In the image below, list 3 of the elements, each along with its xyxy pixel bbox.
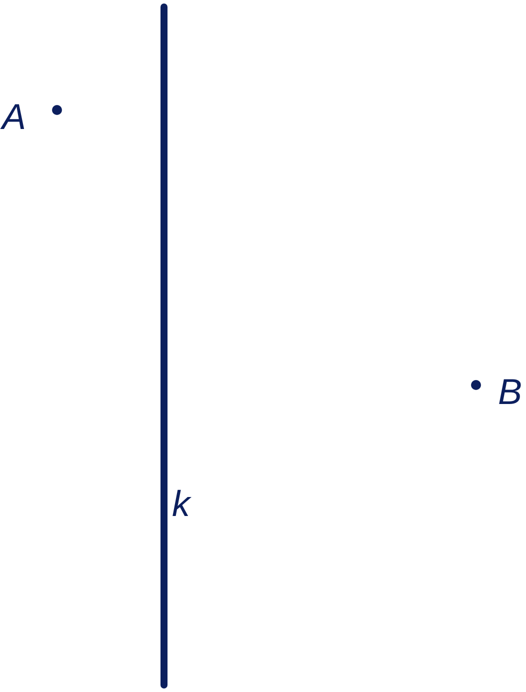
point-label: A xyxy=(2,99,26,135)
point-label: B xyxy=(498,374,522,410)
line-label: k xyxy=(172,486,190,522)
